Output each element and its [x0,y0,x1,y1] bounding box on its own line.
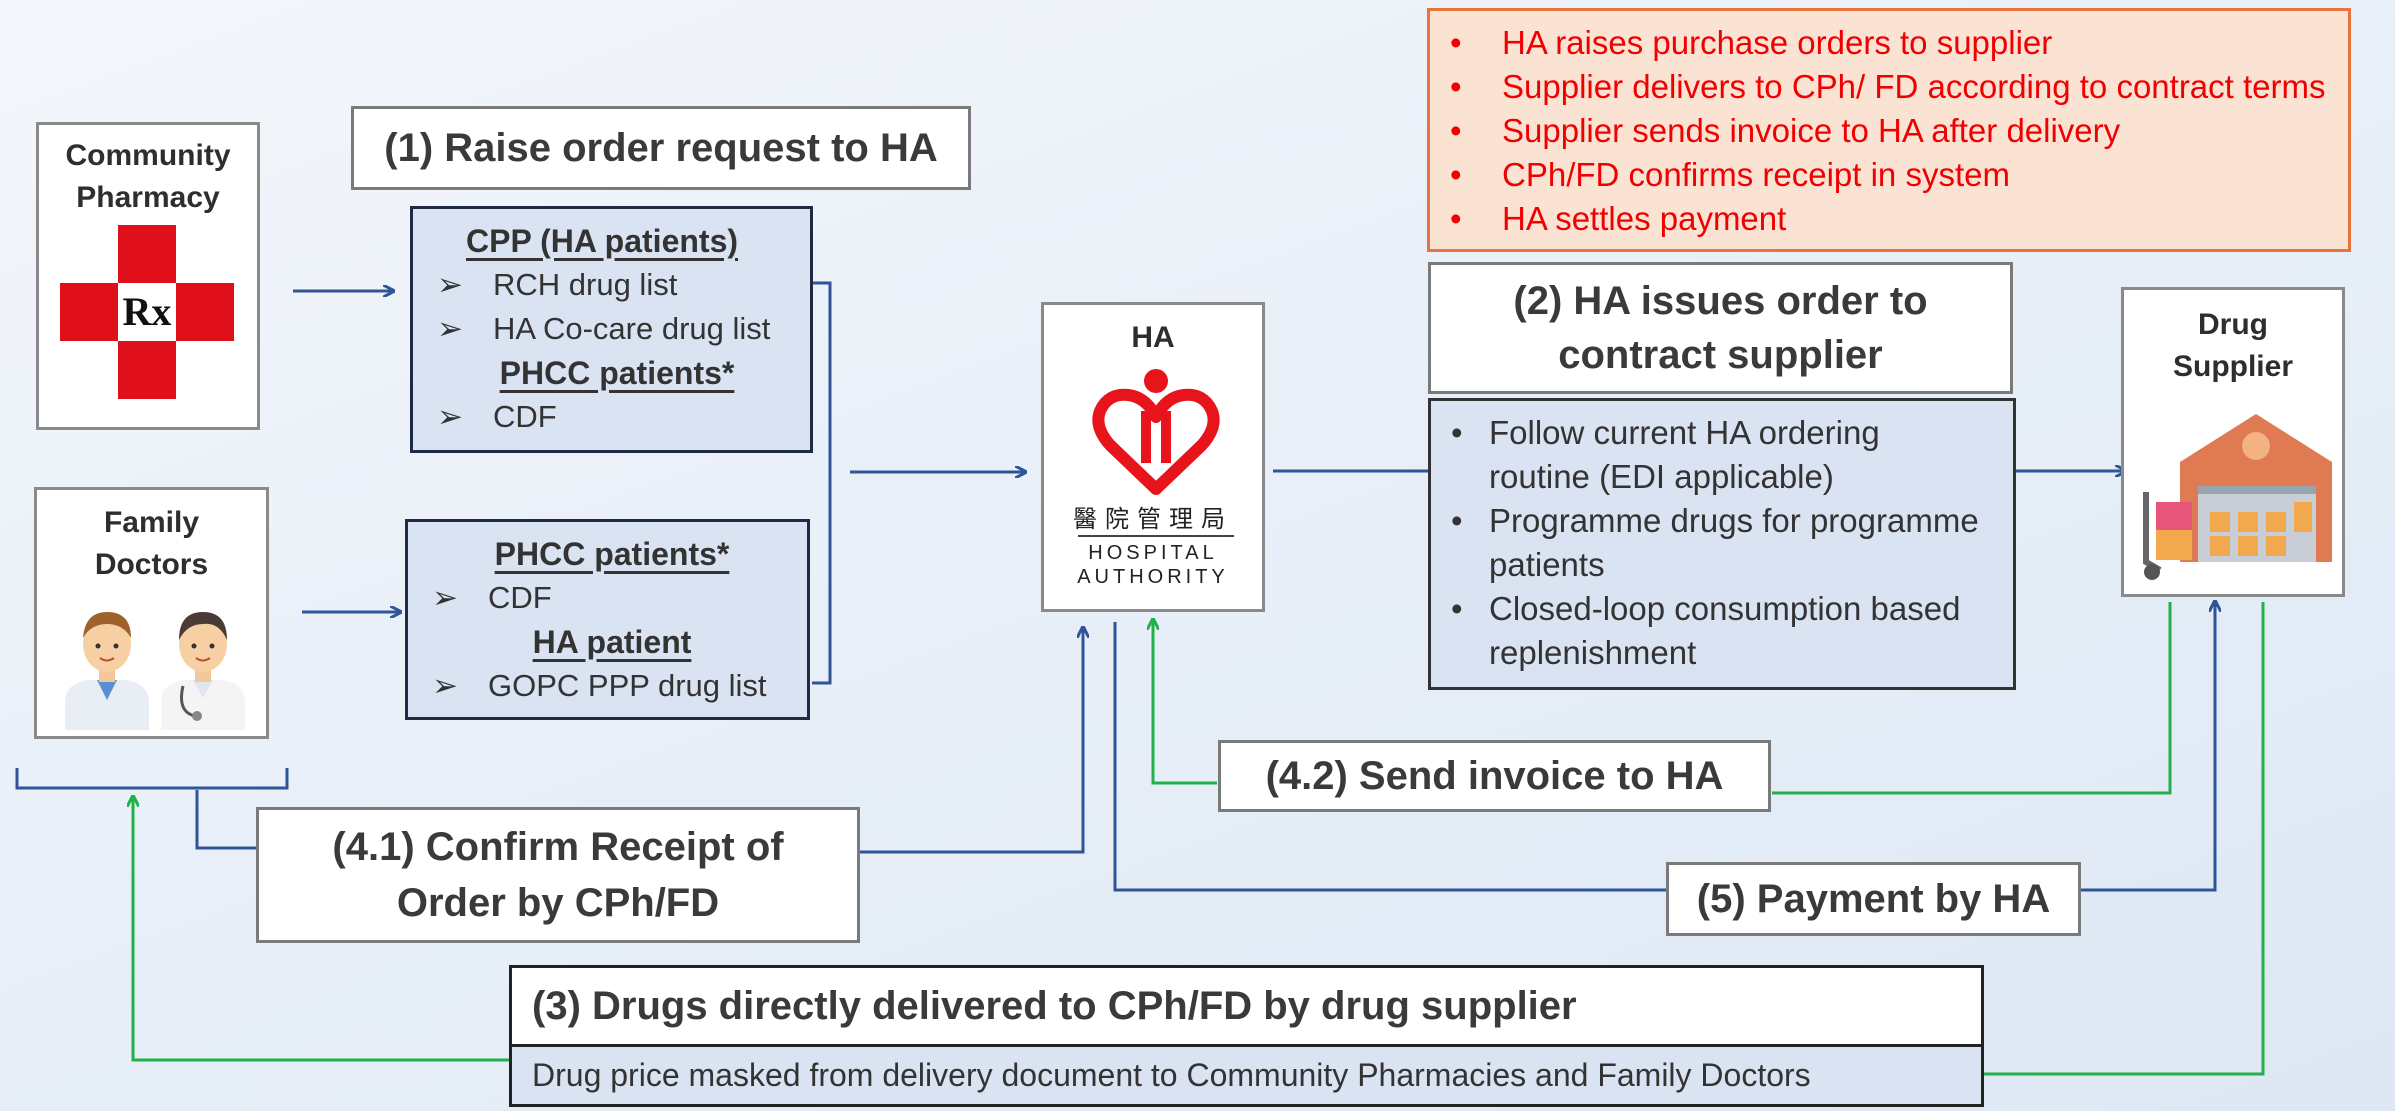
step5-label: (5) Payment by HA [1666,862,2081,936]
list-item: ➢CDF [432,580,552,615]
step2-label: (2) HA issues order to contract supplier [1428,262,2013,394]
bullet-item: •Programme drugs for programme [1451,502,1979,539]
arrow-delivery [133,602,2265,1076]
ha-title: HA [1131,321,1175,354]
order-bracket [812,281,832,685]
drug-supplier-title: Drug Supplier [2172,308,2293,383]
community-pharmacy-title: Community Pharmacy [65,139,231,214]
bullet-item: •Follow current HA ordering [1451,414,1880,451]
arrow-invoice [1153,602,2172,795]
fd-order-box: PHCC patients* ➢CDF HA patient ➢GOPC PPP… [405,519,810,720]
family-doctors-title: Family Doctors [94,506,209,581]
bullet-item: •Closed-loop consumption based [1451,590,1961,627]
arrow-confirm-receipt [195,628,1083,854]
phcc-heading: PHCC patients* [494,536,730,572]
ha-english-name: HOSPITAL AUTHORITY [1077,542,1229,588]
process-notes-box: •HA raises purchase orders to supplier •… [1427,8,2351,252]
note-line: •HA settles payment [1450,200,1787,237]
ha-chinese-name: 醫院管理局 [1073,505,1233,533]
arrow-payment [1113,602,2215,892]
note-line: •Supplier delivers to CPh/ FD according … [1450,68,2326,105]
note-line: •CPh/FD confirms receipt in system [1450,156,2010,193]
list-item: ➢HA Co-care drug list [437,311,771,346]
ha-node: HA 醫院管理局 HOSPITAL AUTHORITY [1041,302,1265,612]
step42-label: (4.2) Send invoice to HA [1218,740,1771,812]
warehouse-icon [2143,414,2332,580]
doctors-icon [65,612,245,730]
list-item: ➢GOPC PPP drug list [432,668,767,703]
community-pharmacy-node: Community Pharmacy Rx [36,122,260,430]
step2-details-box: •Follow current HA ordering routine (EDI… [1428,398,2016,690]
cpp-order-box: CPP (HA patients) ➢RCH drug list ➢HA Co-… [410,206,813,453]
step3-note: Drug price masked from delivery document… [509,1047,1984,1107]
bullet-item-cont: replenishment [1489,634,1697,671]
bullet-item-cont: patients [1489,546,1605,583]
list-item: ➢CDF [437,399,557,434]
cph-fd-bracket [15,768,289,790]
family-doctors-node: Family Doctors [34,487,269,739]
note-line: •HA raises purchase orders to supplier [1450,24,2053,61]
step41-label: (4.1) Confirm Receipt of Order by CPh/FD [256,807,860,943]
step1-label: (1) Raise order request to HA [351,106,971,190]
bullet-item-cont: routine (EDI applicable) [1489,458,1834,495]
note-line: •Supplier sends invoice to HA after deli… [1450,112,2121,149]
ha-logo-icon [1092,369,1220,495]
ha-divider [1078,535,1234,537]
phcc-heading: PHCC patients* [499,355,735,391]
step3-label: (3) Drugs directly delivered to CPh/FD b… [509,965,1984,1047]
pharmacy-cross-icon: Rx [60,225,234,399]
drug-supplier-node: Drug Supplier [2121,287,2345,597]
ha-patient-heading: HA patient [532,624,692,660]
list-item: ➢RCH drug list [437,267,678,302]
cpp-heading: CPP (HA patients) [465,223,739,259]
